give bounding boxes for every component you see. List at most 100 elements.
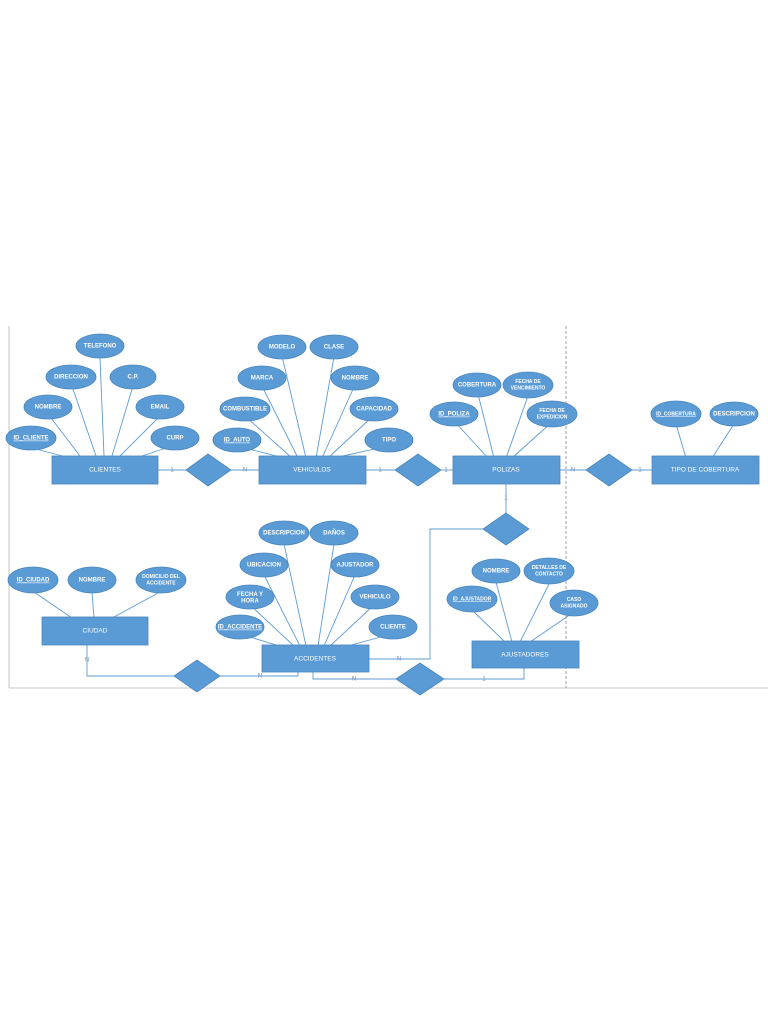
attr-direccion: DIRECCION [45,364,97,390]
attr-cp: C.P. [109,364,157,390]
svg-text:COBERTURA: COBERTURA [458,383,497,389]
label-line: VENCIMIENTO [511,386,546,392]
svg-text:MODELO: MODELO [269,345,296,351]
attr-descripcion-cobertura: DESCRIPCION [709,401,759,427]
rel-accidentes-ajustadores [395,662,445,696]
svg-text:N: N [397,657,401,663]
label-line: DOMICILIO DEL [142,574,180,580]
svg-text:N: N [258,674,262,680]
attr-danos: DAÑOS [309,520,359,546]
relationships [173,453,633,696]
svg-text:ID_POLIZA: ID_POLIZA [438,412,470,418]
svg-text:ID_CLIENTE: ID_CLIENTE [13,436,48,442]
svg-text:1: 1 [444,468,448,474]
svg-text:ID_AJUSTADOR: ID_AJUSTADOR [453,596,492,602]
accidentes-attributes: DESCRIPCION DAÑOS UBICACION AJUSTADOR FE… [215,520,418,640]
attr-descripcion-accidente: DESCRIPCION [258,520,310,546]
svg-text:1: 1 [170,468,174,474]
svg-text:COMBUSTIBLE: COMBUSTIBLE [223,407,267,413]
svg-text:ID_AUTO: ID_AUTO [224,438,251,444]
svg-text:NOMBRE: NOMBRE [342,376,369,382]
attr-tipo: TIPO [364,427,414,453]
svg-text:CLIENTE: CLIENTE [380,625,406,631]
svg-text:1: 1 [638,468,642,474]
attr-email: EMAIL [135,394,185,420]
svg-text:DESCRIPCION: DESCRIPCION [713,412,755,418]
svg-text:DESCRIPCION: DESCRIPCION [263,531,305,537]
svg-text:VEHICULOS: VEHICULOS [293,467,331,474]
svg-text:CLASE: CLASE [324,345,344,351]
attr-vehiculo: VEHICULO [350,584,400,610]
svg-text:1: 1 [504,496,508,502]
label-line: FECHA Y [237,592,263,598]
attr-ajustador: AJUSTADOR [330,552,380,578]
tipo-cobertura-attributes: ID_COBERTURA DESCRIPCION [650,400,759,428]
svg-text:N: N [85,658,89,664]
svg-text:ACCIDENTES: ACCIDENTES [294,656,337,663]
entity-ciudad: CIUDAD [41,616,149,646]
svg-text:UBICACION: UBICACION [247,563,281,569]
svg-text:ID_CIUDAD: ID_CIUDAD [17,578,50,584]
svg-text:1: 1 [482,677,486,683]
svg-text:EMAIL: EMAIL [151,405,170,411]
svg-text:N: N [352,677,356,683]
rel-clientes-vehiculos [185,453,232,487]
svg-text:TIPO DE COBERTURA: TIPO DE COBERTURA [671,467,740,474]
attr-telefono: TELEFONO [75,333,125,359]
svg-text:DAÑOS: DAÑOS [323,530,345,537]
cardinalities: 1 N 1 1 N 1 1 N N N N 1 [85,468,643,683]
label-line: FECHA DE [515,379,541,385]
svg-text:DIRECCION: DIRECCION [54,375,88,381]
attr-id-cobertura: ID_COBERTURA [650,400,702,428]
svg-text:AJUSTADOR: AJUSTADOR [337,563,375,569]
attr-id-cliente: ID_CLIENTE [5,425,57,451]
svg-text:NOMBRE: NOMBRE [35,405,62,411]
attr-nombre-ajustador: NOMBRE [471,558,521,584]
attr-id-ajustador: ID_AJUSTADOR [446,585,498,613]
entity-ajustadores: AJUSTADORES [471,640,580,669]
attr-nombre-ciudad: NOMBRE [67,566,117,594]
svg-text:N: N [571,468,575,474]
svg-text:CIUDAD: CIUDAD [83,628,108,635]
attr-clase: CLASE [309,334,359,360]
label-line: ACCIDENTE [146,581,176,587]
label-line: HORA [241,598,259,604]
attr-curp: CURP [150,425,200,451]
svg-text:CURP: CURP [166,436,183,442]
label-line: DETALLES DE [532,565,567,571]
attr-cobertura: COBERTURA [452,372,502,398]
attr-id-poliza: ID_POLIZA [429,401,479,427]
attr-nombre-vehiculo: NOMBRE [330,365,380,391]
svg-text:CAPACIDAD: CAPACIDAD [356,407,392,413]
svg-text:NOMBRE: NOMBRE [79,578,106,584]
attr-ubicacion: UBICACION [239,552,289,578]
svg-text:1: 1 [378,468,382,474]
label-line: CASO [567,597,582,603]
svg-text:ID_ACCIDENTE: ID_ACCIDENTE [218,625,262,631]
attr-id-ciudad: ID_CIUDAD [7,566,59,594]
entity-clientes: CLIENTES [51,455,159,485]
svg-text:N: N [243,468,247,474]
rel-vehiculos-polizas [394,453,442,487]
attr-capacidad: CAPACIDAD [349,396,399,422]
label-line: FECHA DE [539,408,565,414]
svg-text:CLIENTES: CLIENTES [89,467,121,474]
label-line: EXPEDICION [537,415,568,421]
clientes-attributes: TELEFONO DIRECCION C.P. NOMBRE EMAIL ID_… [5,333,200,451]
attr-id-auto: ID_AUTO [212,427,262,453]
vehiculos-attributes: MODELO CLASE MARCA NOMBRE COMBUSTIBLE CA… [212,334,414,453]
